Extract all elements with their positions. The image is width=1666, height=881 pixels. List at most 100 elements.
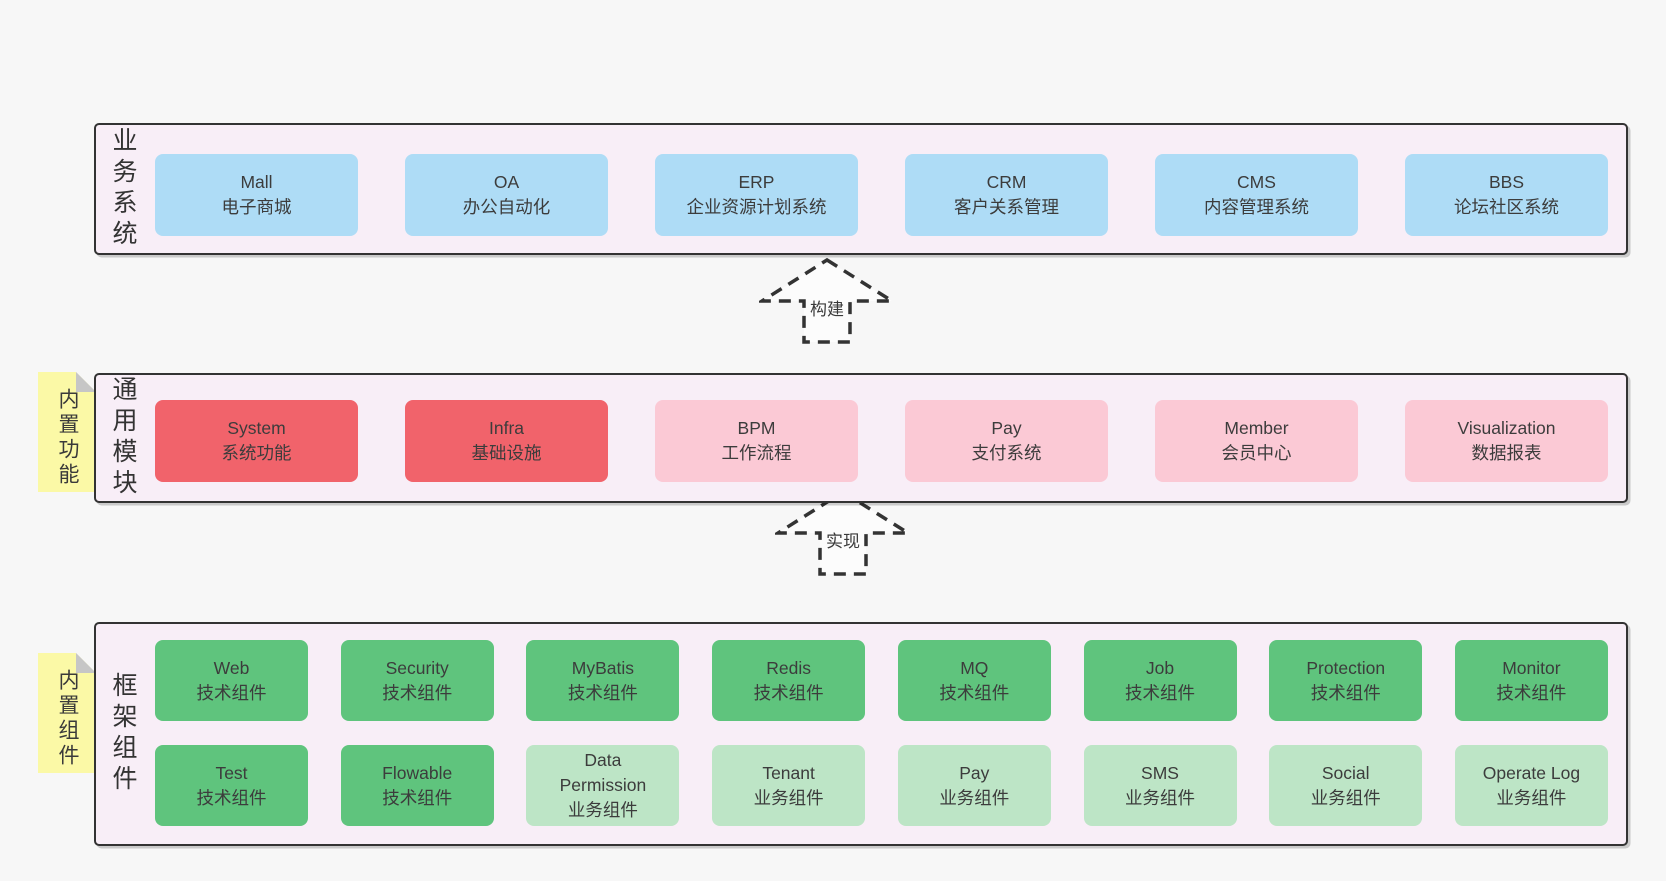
- box-member: Member 会员中心: [1155, 400, 1358, 482]
- box-subtitle: 系统功能: [221, 443, 292, 463]
- box-subtitle: 企业资源计划系统: [686, 197, 827, 217]
- box-subtitle: 技术组件: [382, 682, 453, 703]
- box-title: CMS: [1237, 172, 1276, 193]
- box-subtitle: 业务组件: [939, 787, 1010, 808]
- box-test: Test 技术组件: [155, 745, 308, 826]
- implement-arrow: 实现: [775, 489, 911, 577]
- sticky-note-label: 内置组件: [56, 669, 79, 769]
- box-subtitle: 技术组件: [1310, 682, 1381, 703]
- folded-corner: [76, 653, 96, 673]
- box-bpm: BPM 工作流程: [655, 400, 858, 482]
- box-title: MyBatis: [571, 657, 635, 678]
- box-title: Protection: [1306, 657, 1386, 678]
- box-title: Web: [213, 657, 250, 678]
- common-modules-row: System 系统功能 Infra 基础设施 BPM 工作流程 Pay 支付系统 Member 会…: [155, 400, 1608, 482]
- box-title: CRM: [986, 172, 1027, 193]
- box-erp: ERP 企业资源计划系统: [655, 154, 858, 236]
- box-title: Pay: [991, 418, 1022, 439]
- box-mybatis: MyBatis 技术组件: [526, 640, 680, 721]
- box-subtitle: 会员中心: [1221, 443, 1292, 463]
- sticky-note-label: 内置功能: [56, 388, 79, 488]
- box-title: Flowable: [382, 762, 453, 783]
- box-title: Infra: [488, 418, 525, 439]
- sticky-note-builtin-features: 内置功能: [38, 372, 96, 492]
- box-title: Mall: [240, 172, 273, 193]
- box-subtitle: 电子商城: [221, 197, 292, 217]
- box-subtitle: 业务组件: [753, 787, 824, 808]
- box-pay: Pay 支付系统: [905, 400, 1108, 482]
- implement-arrow-label: 实现: [823, 527, 863, 552]
- box-title: Tenant: [762, 762, 815, 783]
- sticky-note-builtin-components: 内置组件: [38, 653, 96, 773]
- box-subtitle: 工作流程: [721, 443, 792, 463]
- box-security: Security 技术组件: [340, 640, 494, 721]
- box-title: ERP: [738, 172, 775, 193]
- panel-side-label: 框架组件: [109, 672, 137, 796]
- build-arrow-label: 构建: [807, 295, 847, 320]
- box-subtitle: 技术组件: [567, 682, 638, 703]
- box-title: Visualization: [1457, 418, 1556, 439]
- box-web: Web 技术组件: [155, 640, 308, 721]
- folded-corner: [76, 372, 96, 392]
- panel-side-label: 通用模块: [109, 376, 137, 500]
- box-sms: SMS 业务组件: [1083, 745, 1237, 826]
- box-flowable: Flowable 技术组件: [340, 745, 494, 826]
- box-title: Operate Log: [1482, 762, 1581, 783]
- box-subtitle: 业务组件: [567, 799, 638, 820]
- build-arrow: 构建: [759, 257, 895, 345]
- box-mq: MQ 技术组件: [897, 640, 1051, 721]
- box-subtitle: 技术组件: [939, 682, 1010, 703]
- box-mall: Mall 电子商城: [155, 154, 358, 236]
- box-title: SMS: [1141, 762, 1179, 783]
- box-subtitle: 办公自动化: [462, 197, 551, 217]
- sticky-note-shape: [38, 372, 96, 492]
- panel-common-modules: 通用模块 System 系统功能 Infra 基础设施 BPM 工作流程 Pay 支付系统 Me…: [94, 373, 1628, 503]
- box-subtitle: 业务组件: [1310, 787, 1381, 808]
- box-subtitle: 支付系统: [971, 443, 1042, 463]
- box-title: Security: [385, 657, 449, 678]
- box-title: Job: [1145, 657, 1175, 678]
- box-subtitle: 业务组件: [1125, 787, 1196, 808]
- box-cms: CMS 内容管理系统: [1155, 154, 1358, 236]
- box-protection: Protection 技术组件: [1269, 640, 1423, 721]
- box-data-permission: Data Permission 业务组件: [526, 745, 680, 826]
- box-pay: Pay 业务组件: [897, 745, 1051, 826]
- box-operate-log: Operate Log 业务组件: [1454, 745, 1608, 826]
- panel-side-label: 业务系统: [109, 127, 137, 251]
- box-system: System 系统功能: [155, 400, 358, 482]
- box-subtitle: 内容管理系统: [1204, 197, 1309, 217]
- box-title: System: [227, 418, 286, 439]
- box-title: Data Permission: [559, 750, 647, 796]
- sticky-note-shape: [38, 653, 96, 773]
- box-subtitle: 技术组件: [1496, 682, 1567, 703]
- box-tenant: Tenant 业务组件: [712, 745, 866, 826]
- box-subtitle: 基础设施: [471, 443, 542, 463]
- box-subtitle: 技术组件: [1125, 682, 1196, 703]
- box-subtitle: 论坛社区系统: [1454, 197, 1559, 217]
- box-job: Job 技术组件: [1083, 640, 1237, 721]
- box-subtitle: 技术组件: [382, 787, 453, 808]
- box-subtitle: 业务组件: [1496, 787, 1567, 808]
- box-title: Pay: [959, 762, 990, 783]
- box-subtitle: 技术组件: [196, 787, 267, 808]
- box-subtitle: 技术组件: [196, 682, 267, 703]
- box-monitor: Monitor 技术组件: [1454, 640, 1608, 721]
- box-infra: Infra 基础设施: [405, 400, 608, 482]
- box-title: Member: [1224, 418, 1289, 439]
- box-title: Monitor: [1502, 657, 1561, 678]
- box-subtitle: 技术组件: [753, 682, 824, 703]
- box-title: MQ: [960, 657, 989, 678]
- box-title: BPM: [737, 418, 776, 439]
- box-title: Test: [215, 762, 248, 783]
